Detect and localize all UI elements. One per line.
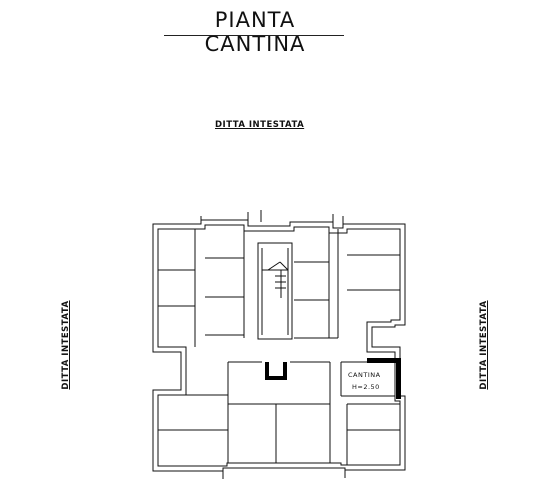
outer-wall xyxy=(152,219,406,472)
cantina-height: H=2.50 xyxy=(352,383,380,391)
neighbor-label-top: DITTA INTESTATA xyxy=(215,120,305,130)
cantina-highlight xyxy=(265,358,401,399)
cantina-name: CANTINA xyxy=(348,371,381,379)
inner-wall xyxy=(157,224,401,467)
title-underline xyxy=(164,35,344,36)
plan-linework xyxy=(152,210,406,479)
drawing-title: PIANTA CANTINA xyxy=(204,8,306,56)
